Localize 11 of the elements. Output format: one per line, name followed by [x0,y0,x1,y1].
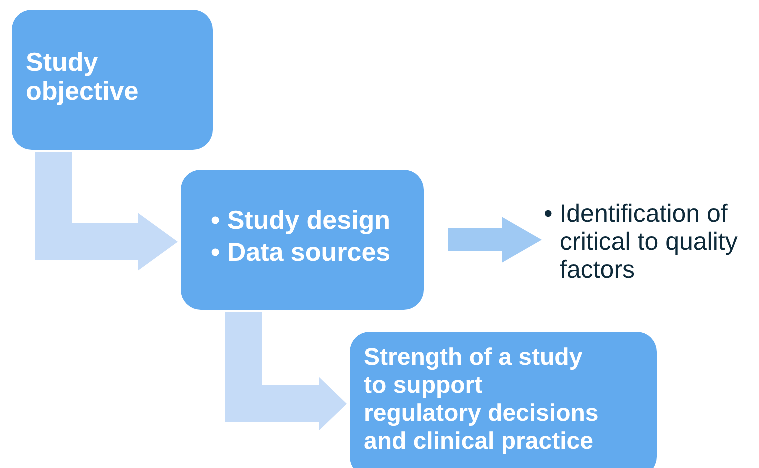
box-label: Study objective [26,48,140,106]
block-arrow [36,152,178,271]
bullet-text: • Identification of critical to quality factors [544,200,739,284]
block-arrow [448,217,542,263]
process-box [12,10,213,150]
block-arrow [226,312,347,431]
box-label: • Study design [211,204,392,236]
box-label: • Data sources [211,236,392,268]
process-box [181,170,424,310]
box-label: Strength of a study to support regulatory decisions and clinical practice [364,344,600,456]
process-box [350,332,657,468]
